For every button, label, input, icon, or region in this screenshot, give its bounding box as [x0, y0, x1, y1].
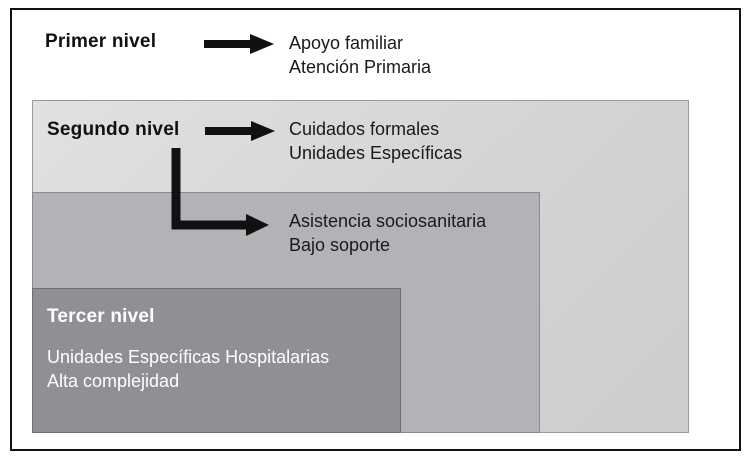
level2b-text: Asistencia sociosanitaria Bajo soporte — [289, 209, 486, 257]
third-level-box — [32, 288, 401, 433]
level2-title: Segundo nivel — [47, 119, 180, 140]
level2-line-2: Unidades Específicas — [289, 143, 463, 163]
level2-line-1: Cuidados formales — [289, 119, 440, 139]
level3-title: Tercer nivel — [47, 306, 155, 327]
level2b-line-1: Asistencia sociosanitaria — [289, 211, 487, 231]
level3-text: Unidades Específicas Hospitalarias Alta … — [47, 345, 329, 393]
level2-text: Cuidados formales Unidades Específicas — [289, 117, 462, 165]
level1-line-2: Atención Primaria — [289, 57, 432, 77]
level1-line-1: Apoyo familiar — [289, 33, 404, 53]
level1-title: Primer nivel — [45, 31, 157, 52]
arrow-right-icon — [205, 120, 277, 142]
bent-arrow-icon — [168, 148, 274, 240]
level3-line-1: Unidades Específicas Hospitalarias — [47, 347, 330, 367]
level3-line-2: Alta complejidad — [47, 371, 180, 391]
level1-text: Apoyo familiar Atención Primaria — [289, 31, 431, 79]
level2b-line-2: Bajo soporte — [289, 235, 391, 255]
arrow-right-icon — [204, 33, 276, 55]
